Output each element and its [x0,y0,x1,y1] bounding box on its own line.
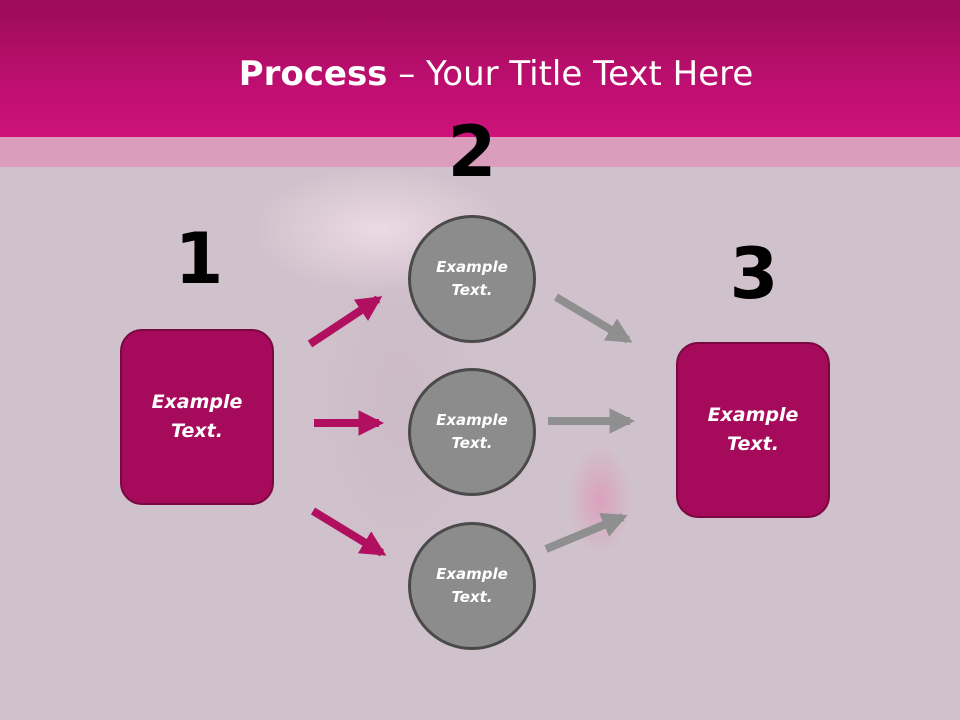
header-band [0,137,960,167]
step-2-circle-bottom: Example Text. [408,522,536,650]
step-2-circle-middle: Example Text. [408,368,536,496]
arrow-from-circle-bottom [544,513,628,553]
step-number-3: 3 [729,233,779,315]
arrow-from-circle-top [553,293,633,344]
step-2-circle-top: Example Text. [408,215,536,343]
arrow-to-circle-bottom [310,507,387,557]
step-1-box: Example Text. [120,329,274,505]
step-number-2: 2 [447,111,497,193]
slide-title: Process – Your Title Text Here [0,54,960,94]
step-3-box: Example Text. [676,342,830,518]
title-bold: Process [238,54,388,94]
circle-top-text: Example Text. [436,258,508,299]
step-3-text: Example Text. [707,404,799,455]
circle-bottom-text: Example Text. [436,565,508,606]
header-bar [0,0,960,137]
circle-middle-text: Example Text. [436,411,508,452]
step-1-text: Example Text. [151,391,243,442]
step-number-1: 1 [174,218,224,300]
title-rest: – Your Title Text Here [387,54,754,94]
arrow-to-circle-top [307,295,383,348]
